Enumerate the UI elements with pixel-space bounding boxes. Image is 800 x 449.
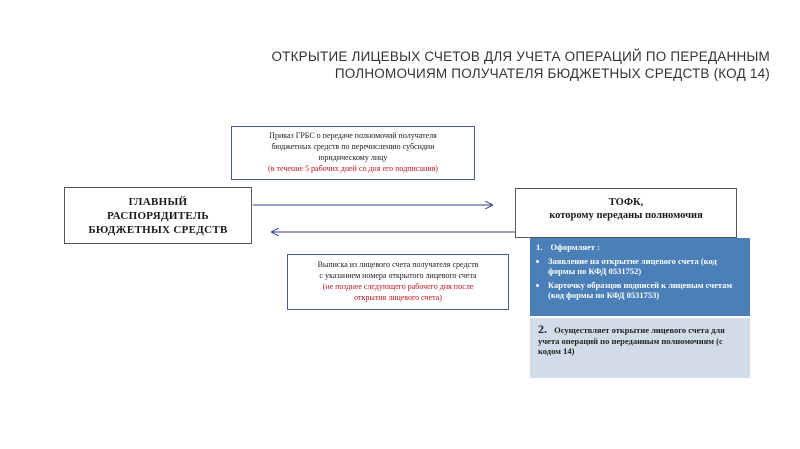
order-line-3: юридическому лицу (318, 153, 388, 162)
step-1-item: Карточку образцов подписей к лицевым сче… (548, 280, 744, 301)
step-2-box: 2. Осуществляет открытие лицевого счета … (530, 318, 750, 378)
order-box: Приказ ГРБС о передаче полномочий получа… (231, 126, 475, 180)
step-1-number: 1. (536, 242, 543, 252)
order-line-1: Приказ ГРБС о передаче полномочий получа… (269, 131, 437, 140)
extract-deadline-2: открытия лицевого счета) (354, 293, 442, 302)
grbs-box: ГЛАВНЫЙ РАСПОРЯДИТЕЛЬ БЮДЖЕТНЫХ СРЕДСТВ (64, 187, 252, 244)
tofk-box: ТОФК, которому переданы полномочия (515, 188, 737, 238)
step-1-box: 1. Оформляет : Заявление на открытие лиц… (530, 238, 750, 316)
title-line-1: ОТКРЫТИЕ ЛИЦЕВЫХ СЧЕТОВ ДЛЯ УЧЕТА ОПЕРАЦ… (271, 49, 770, 64)
order-line-2: бюджетных средств по перечислению субсид… (271, 142, 435, 151)
step-2-number: 2. (538, 322, 547, 336)
step-1-list: Заявление на открытие лицевого счета (ко… (536, 256, 744, 301)
step-1-item: Заявление на открытие лицевого счета (ко… (548, 256, 744, 277)
grbs-line-1: ГЛАВНЫЙ (128, 196, 188, 208)
extract-deadline-1: (не позднее следующего рабочего дня посл… (322, 282, 474, 291)
grbs-line-2: РАСПОРЯДИТЕЛЬ (107, 210, 209, 222)
grbs-line-3: БЮДЖЕТНЫХ СРЕДСТВ (88, 224, 228, 236)
tofk-line-1: ТОФК, (608, 197, 644, 208)
extract-box: Выписка из лицевого счета получателя сре… (287, 254, 509, 310)
page-title: ОТКРЫТИЕ ЛИЦЕВЫХ СЧЕТОВ ДЛЯ УЧЕТА ОПЕРАЦ… (210, 48, 770, 82)
extract-line-1: Выписка из лицевого счета получателя сре… (317, 260, 479, 269)
tofk-line-2: которому переданы полномочия (549, 210, 703, 221)
extract-line-2: с указанием номера открытого лицевого сч… (319, 271, 477, 280)
step-1-title: Оформляет : (550, 242, 600, 252)
order-deadline: (в течение 5 рабочих дней со дня его под… (268, 164, 438, 173)
step-1-heading: 1. Оформляет : (536, 242, 744, 253)
step-2-text: Осуществляет открытие лицевого счета для… (538, 325, 725, 356)
title-line-2: ПОЛНОМОЧИЯМ ПОЛУЧАТЕЛЯ БЮДЖЕТНЫХ СРЕДСТВ… (334, 66, 770, 81)
